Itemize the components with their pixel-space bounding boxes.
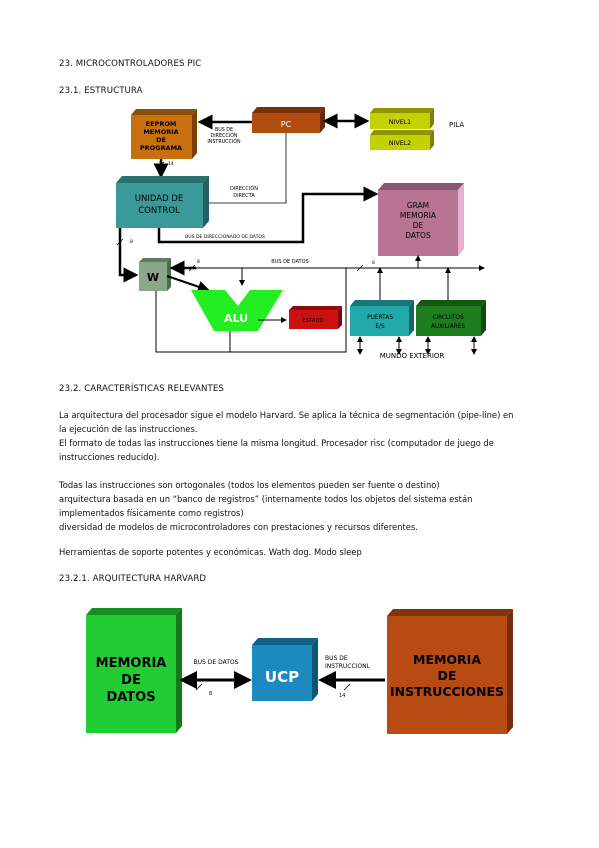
memoria-datos-block: MEMORIA DE DATOS	[86, 608, 182, 733]
ucp-label: UCP	[265, 668, 299, 686]
num-14-label: 14	[168, 161, 174, 167]
bus-instruccion-line-2: INSTRUCCIONL	[325, 663, 371, 670]
bus-direccionado-label: BUS DE DIRECCIONADO DE DATOS	[185, 234, 265, 240]
puertas-line-2: E/S	[375, 324, 385, 330]
alu-label: ALU	[224, 312, 248, 325]
pc-block: PC	[252, 107, 325, 133]
nivel1-label: NIVEL1	[389, 119, 411, 126]
unidad-control-block: UNIDAD DE CONTROL	[116, 176, 209, 228]
estado-label: ESTADO	[302, 318, 323, 324]
eeprom-line-1: EEPROM	[146, 120, 177, 128]
eeprom-line-3: DE	[156, 136, 166, 144]
nivel1-block: NIVEL1	[370, 108, 434, 129]
harvard-heading: 23.2.1. ARQUITECTURA HARVARD	[59, 574, 207, 584]
direccion-directa-line-1: DIRECCIÓN	[230, 185, 258, 192]
num-8a-label: 8	[130, 239, 133, 245]
memoria-instrucciones-block: MEMORIA DE INSTRUCCIONES	[387, 609, 513, 734]
direccion-directa-line-2: DIRECTA	[233, 193, 255, 199]
paragraph-3: Herramientas de soporte potentes y econó…	[59, 545, 549, 559]
paragraph-2-line-1: Todas las instrucciones son ortogonales …	[59, 480, 440, 490]
memoria-datos-line-3: DATOS	[106, 690, 155, 705]
gram-line-4: DATOS	[405, 231, 431, 240]
nivel2-block: NIVEL2	[370, 130, 434, 150]
gram-line-1: GRAM	[407, 201, 429, 210]
paragraph-2-line-3: implementados físicamente como registros…	[59, 508, 244, 518]
bus-instruccion-line-1: BUS DE	[325, 655, 348, 662]
harvard-num-14-label: 14	[339, 693, 345, 699]
estado-block: ESTADO	[289, 306, 342, 329]
mundo-exterior-label: MUNDO EXTERIOR	[380, 352, 445, 360]
circuitos-line-2: AUXILIARES	[431, 324, 465, 330]
circuitos-block: CIRCUITOS AUXILIARES	[416, 300, 486, 336]
puertas-line-1: PUERTAS	[367, 315, 393, 321]
bus-direccion-line-3: INSTRUCCIÓN	[207, 138, 241, 145]
paragraph-1-line-4: instrucciones reducido).	[59, 452, 160, 462]
eeprom-block: EEPROM MEMORIA DE PROGRAMA	[131, 109, 197, 159]
pc-label: PC	[281, 120, 292, 129]
paragraph-2-line-4: diversidad de modelos de microcontrolado…	[59, 522, 418, 532]
memoria-datos-line-2: DE	[121, 673, 141, 688]
bus-datos-label: BUS DE DATOS	[271, 259, 308, 265]
characteristics-heading: 23.2. CARACTERÍSTICAS RELEVANTES	[59, 384, 224, 394]
unidad-control-line-2: CONTROL	[138, 206, 180, 216]
paragraph-1: La arquitectura del procesador sigue el …	[59, 408, 549, 464]
gram-line-2: MEMORIA	[400, 211, 437, 220]
circuitos-line-1: CIRCUITOS	[432, 315, 464, 321]
main-heading: 23. MICROCONTROLADORES PIC	[59, 59, 202, 69]
puertas-block: PUERTAS E/S	[350, 300, 414, 336]
paragraph-1-line-3: El formato de todas las instrucciones ti…	[59, 438, 494, 448]
harvard-num-8-label: 8	[209, 691, 212, 697]
harvard-bus-datos-label: BUS DE DATOS	[194, 659, 239, 666]
memoria-datos-line-1: MEMORIA	[96, 656, 167, 671]
eeprom-line-4: PROGRAMA	[140, 144, 182, 152]
paragraph-1-line-2: la ejecución de las instrucciones.	[59, 424, 198, 434]
paragraph-3-line-1: Herramientas de soporte potentes y econó…	[59, 547, 362, 557]
gram-block: GRAM MEMORIA DE DATOS	[378, 183, 464, 256]
pic-structure-diagram: EEPROM MEMORIA DE PROGRAMA PC NIVEL1 NIV…	[116, 107, 486, 360]
num-8b-label: 8	[197, 259, 200, 265]
alu-block: ALU	[191, 290, 283, 331]
ucp-block: UCP	[252, 638, 318, 701]
bus-direccion-line-2: DIRECCIÓN	[211, 132, 238, 139]
eeprom-line-2: MEMORIA	[143, 128, 178, 136]
paragraph-2: Todas las instrucciones son ortogonales …	[59, 478, 549, 534]
pila-label: PILA	[449, 121, 464, 129]
nivel2-label: NIVEL2	[389, 140, 411, 147]
memoria-instrucciones-line-2: DE	[438, 668, 457, 683]
structure-heading: 23.1. ESTRUCTURA	[59, 86, 143, 96]
paragraph-2-line-2: arquitectura basada en un “banco de regi…	[59, 494, 473, 504]
memoria-instrucciones-line-1: MEMORIA	[413, 652, 481, 667]
num-8c-label: 8	[372, 260, 375, 266]
w-label: W	[147, 271, 159, 284]
paragraph-1-line-1: La arquitectura del procesador sigue el …	[59, 410, 514, 420]
bus-direccion-line-1: BUS DE	[215, 127, 233, 133]
memoria-instrucciones-line-3: INSTRUCCIONES	[390, 684, 504, 699]
gram-line-3: DE	[413, 221, 424, 230]
w-block: W	[139, 258, 171, 291]
unidad-control-line-1: UNIDAD DE	[135, 194, 183, 204]
